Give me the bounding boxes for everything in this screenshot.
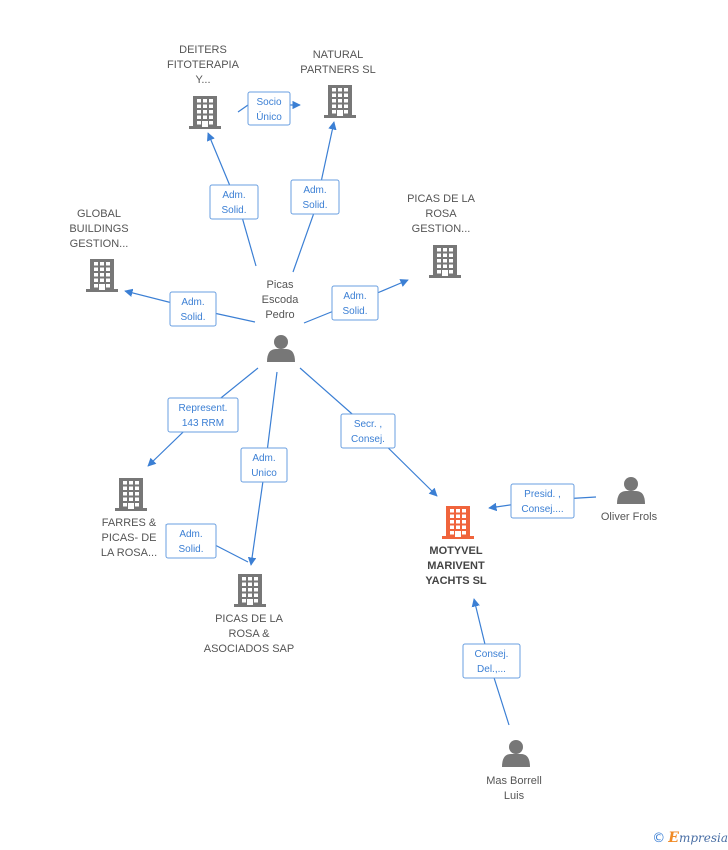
node-label: Oliver Frols bbox=[601, 511, 658, 523]
node-label: FARRES & bbox=[102, 517, 157, 529]
building-icon bbox=[442, 506, 474, 539]
person-icon bbox=[267, 335, 295, 362]
node-natural[interactable]: NATURAL PARTNERS SL bbox=[300, 49, 376, 118]
node-label: Picas bbox=[267, 279, 294, 291]
node-label: PICAS DE LA bbox=[215, 613, 284, 625]
node-label: Luis bbox=[504, 790, 525, 802]
brand-name: mpresia bbox=[678, 831, 728, 845]
relation-label-box bbox=[167, 397, 239, 433]
relation-label-box bbox=[340, 413, 396, 449]
relation-label-text: Adm. bbox=[179, 529, 202, 540]
node-label: Pedro bbox=[265, 309, 294, 321]
relation-label-text: Solid. bbox=[342, 306, 367, 317]
node-label: MARIVENT bbox=[427, 560, 485, 572]
relation-label-text: Solid. bbox=[180, 312, 205, 323]
relation-label-text: Socio bbox=[256, 97, 281, 108]
brand-initial: E bbox=[668, 830, 679, 846]
building-icon bbox=[234, 574, 266, 607]
node-label: ROSA bbox=[425, 208, 457, 220]
relation-label-text: Adm. bbox=[181, 297, 204, 308]
relation-label-text: Represent. bbox=[179, 403, 228, 414]
node-label: PICAS- DE bbox=[101, 532, 156, 544]
relation-label-box bbox=[209, 184, 259, 220]
node-label: YACHTS SL bbox=[425, 575, 487, 587]
building-icon bbox=[189, 96, 221, 129]
relation-label[interactable]: Adm. Solid. bbox=[290, 179, 340, 215]
relation-label[interactable]: Consej. Del.,... bbox=[462, 643, 521, 679]
person-icon bbox=[502, 740, 530, 767]
node-label: PICAS DE LA bbox=[407, 193, 476, 205]
relation-label-box bbox=[510, 483, 575, 519]
relation-label-box bbox=[331, 285, 379, 321]
node-deiters[interactable]: DEITERS FITOTERAPIA Y... bbox=[167, 44, 240, 129]
relation-label-text: Único bbox=[256, 110, 282, 123]
building-icon bbox=[86, 259, 118, 292]
relation-label-text: Adm. bbox=[303, 185, 326, 196]
node-label: DEITERS bbox=[179, 44, 227, 56]
empresia-logo[interactable]: © Empresia bbox=[652, 830, 728, 846]
relation-label-box bbox=[247, 91, 291, 126]
node-label: BUILDINGS bbox=[69, 223, 128, 235]
relation-label-box bbox=[290, 179, 340, 215]
relation-label-text: Adm. bbox=[252, 453, 275, 464]
node-label: MOTYVEL bbox=[429, 545, 482, 557]
node-label: ROSA & bbox=[229, 628, 271, 640]
relation-label[interactable]: Adm. Solid. bbox=[331, 285, 379, 321]
node-label: GESTION... bbox=[70, 238, 129, 250]
relation-label-box bbox=[169, 291, 217, 327]
node-label: PARTNERS SL bbox=[300, 64, 375, 76]
relation-label-text: Solid. bbox=[302, 200, 327, 211]
node-label: Escoda bbox=[262, 294, 300, 306]
node-farres[interactable]: FARRES & PICAS- DE LA ROSA... bbox=[101, 478, 157, 559]
relation-label-text: 143 RRM bbox=[182, 418, 224, 429]
node-label: NATURAL bbox=[313, 49, 364, 61]
building-icon bbox=[429, 245, 461, 278]
relation-label[interactable]: Adm. Unico bbox=[240, 447, 288, 483]
node-oliver[interactable]: Oliver Frols bbox=[601, 477, 658, 523]
relation-label-box bbox=[240, 447, 288, 483]
relation-label[interactable]: Presid. , Consej.... bbox=[510, 483, 575, 519]
relation-label[interactable]: Represent. 143 RRM bbox=[167, 397, 239, 433]
person-icon bbox=[617, 477, 645, 504]
relation-label-text: Adm. bbox=[343, 291, 366, 302]
node-label: Y... bbox=[195, 74, 210, 86]
relation-label-text: Adm. bbox=[222, 190, 245, 201]
node-label: FITOTERAPIA bbox=[167, 59, 240, 71]
relation-label[interactable]: Adm. Solid. bbox=[169, 291, 217, 327]
relation-label-text: Del.,... bbox=[477, 664, 506, 675]
node-label: LA ROSA... bbox=[101, 547, 157, 559]
node-label: Mas Borrell bbox=[486, 775, 542, 787]
node-label: GLOBAL bbox=[77, 208, 121, 220]
node-global[interactable]: GLOBAL BUILDINGS GESTION... bbox=[69, 208, 129, 292]
node-label: GESTION... bbox=[412, 223, 471, 235]
relation-label-text: Unico bbox=[251, 468, 277, 479]
relation-label-text: Consej. bbox=[475, 649, 509, 660]
relation-label-box bbox=[462, 643, 521, 679]
relation-label-text: Presid. , bbox=[524, 489, 561, 500]
relation-label-text: Consej.... bbox=[521, 504, 563, 515]
node-picas-gestion[interactable]: PICAS DE LA ROSA GESTION... bbox=[407, 193, 476, 278]
node-label: ASOCIADOS SAP bbox=[204, 643, 294, 655]
relation-label-text: Solid. bbox=[221, 205, 246, 216]
relation-label[interactable]: Secr. , Consej. bbox=[340, 413, 396, 449]
relation-label[interactable]: Adm. Solid. bbox=[209, 184, 259, 220]
building-icon bbox=[115, 478, 147, 511]
node-picas-asociados[interactable]: PICAS DE LA ROSA & ASOCIADOS SAP bbox=[204, 574, 294, 655]
relation-label-box bbox=[165, 523, 217, 559]
relation-label-text: Secr. , bbox=[354, 419, 382, 430]
relation-label-text: Solid. bbox=[178, 544, 203, 555]
copyright-icon: © bbox=[652, 830, 666, 846]
node-motyvel[interactable]: MOTYVEL MARIVENT YACHTS SL bbox=[425, 506, 487, 587]
relation-label-text: Consej. bbox=[351, 434, 385, 445]
building-icon bbox=[324, 85, 356, 118]
relation-label[interactable]: Adm. Solid. bbox=[165, 523, 217, 559]
